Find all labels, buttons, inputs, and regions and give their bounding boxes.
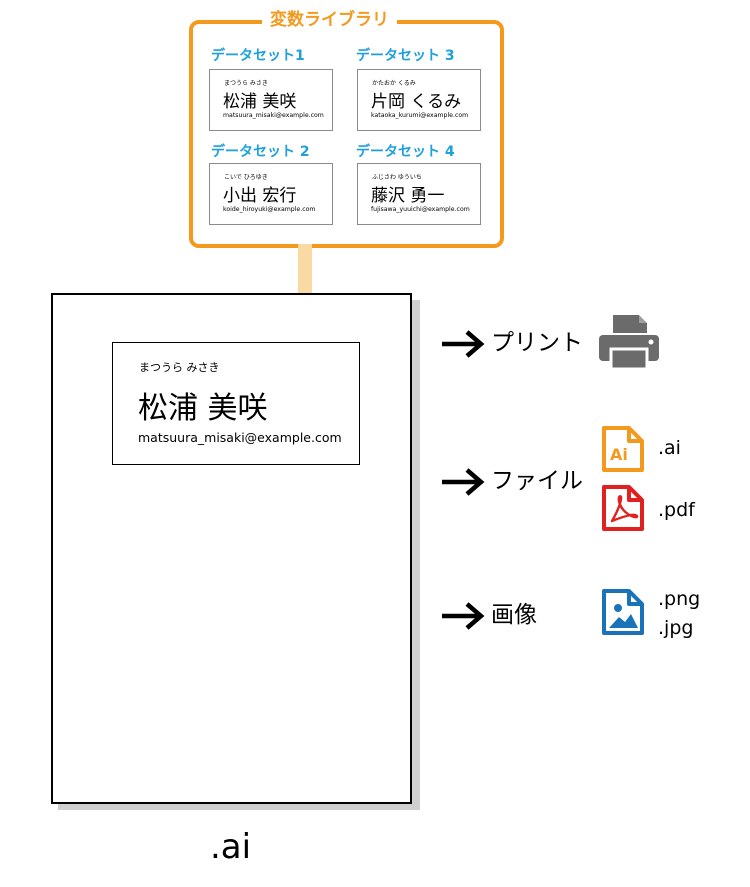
card-email: matsuura_misaki@example.com [138, 430, 342, 445]
dataset-label-4: データセット 4 [356, 144, 455, 160]
arrow-right-icon [442, 330, 485, 358]
output-file-label: ファイル [491, 468, 583, 494]
card-kana: こいで ひろゆき [224, 174, 268, 181]
document-business-card: まつうら みさき 松浦 美咲 matsuura_misaki@example.c… [112, 342, 360, 465]
card-kana: かたおか くるみ [372, 80, 416, 87]
dataset-label-2: データセット 2 [211, 144, 310, 160]
output-image-label: 画像 [491, 602, 537, 628]
card-kana: ふじさわ ゆういち [372, 174, 422, 181]
card-kana: まつうら みさき [224, 80, 268, 87]
dataset-card-1: まつうら みさき 松浦 美咲 matsuura_misaki@example.c… [209, 69, 333, 131]
ext-pdf: .pdf [658, 499, 695, 521]
card-name: 小出 宏行 [223, 186, 297, 206]
card-email: kataoka_kurumi@example.com [371, 112, 469, 119]
card-kana: まつうら みさき [139, 361, 220, 374]
output-print-label: プリント [491, 330, 583, 356]
dataset-card-4: ふじさわ ゆういち 藤沢 勇一 fujisawa_yuuichi@example… [357, 163, 481, 225]
image-file-icon [602, 589, 644, 635]
printer-icon [599, 315, 659, 371]
card-name: 藤沢 勇一 [371, 186, 445, 206]
card-email: matsuura_misaki@example.com [223, 112, 324, 119]
ai-icon-text: Ai [610, 445, 628, 464]
pdf-file-icon [602, 485, 644, 531]
document-extension: .ai [210, 827, 252, 867]
arrow-right-icon [442, 468, 485, 496]
library-title: 変数ライブラリ [262, 8, 397, 32]
card-email: koide_hiroyuki@example.com [223, 206, 316, 213]
card-email: fujisawa_yuuichi@example.com [371, 206, 470, 213]
card-name: 片岡 くるみ [371, 92, 462, 112]
ext-jpg: .jpg [658, 617, 694, 639]
card-name: 松浦 美咲 [138, 391, 268, 426]
dataset-card-3: かたおか くるみ 片岡 くるみ kataoka_kurumi@example.c… [357, 69, 481, 131]
dataset-label-1: データセット1 [211, 48, 305, 64]
dataset-label-3: データセット 3 [356, 48, 455, 64]
ext-png: .png [658, 588, 701, 610]
card-name: 松浦 美咲 [223, 92, 297, 112]
ai-file-icon [602, 426, 644, 472]
arrow-right-icon [442, 602, 485, 630]
dataset-card-2: こいで ひろゆき 小出 宏行 koide_hiroyuki@example.co… [209, 163, 333, 225]
ext-ai: .ai [658, 437, 681, 459]
